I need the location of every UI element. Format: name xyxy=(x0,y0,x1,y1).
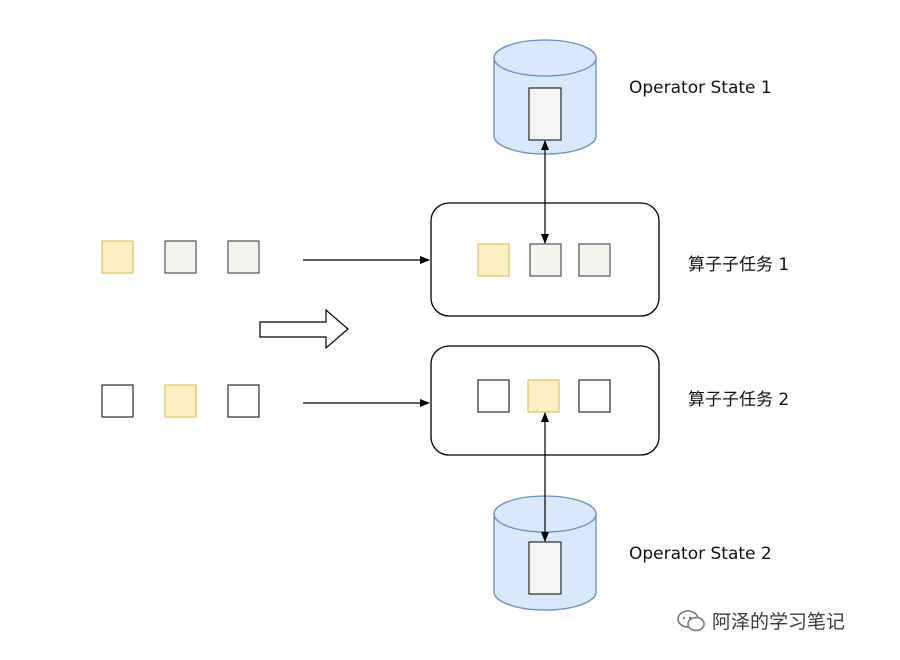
state-1-record xyxy=(528,87,562,141)
hollow-right-arrow-icon xyxy=(259,308,349,350)
state-2-record xyxy=(528,541,562,595)
stream-1-item-yellow xyxy=(101,240,134,274)
task-1-item-gray-b xyxy=(578,243,611,277)
operator-state-1-cylinder xyxy=(493,39,597,155)
stream-2-item-white-b xyxy=(227,384,260,418)
operator-state-2-label: Operator State 2 xyxy=(629,544,772,564)
task-1-item-yellow xyxy=(477,243,510,277)
operator-subtask-2-label: 算子子任务 2 xyxy=(688,390,790,410)
stream-1-item-gray-b xyxy=(227,240,260,274)
task-2-item-yellow xyxy=(527,379,560,413)
task-2-item-white-a xyxy=(477,379,510,413)
stream-2-item-white-a xyxy=(101,384,134,418)
operator-state-1-label: Operator State 1 xyxy=(629,78,772,98)
watermark-text: 阿泽的学习笔记 xyxy=(712,611,846,633)
task-1-item-gray-a xyxy=(529,243,562,277)
watermark: 阿泽的学习笔记 xyxy=(676,607,845,634)
stream-2-item-yellow xyxy=(164,384,197,418)
operator-subtask-1-label: 算子子任务 1 xyxy=(688,255,790,275)
chat-bubble-icon xyxy=(677,609,705,631)
stream-1-item-gray-a xyxy=(164,240,197,274)
task-2-item-white-b xyxy=(578,379,611,413)
